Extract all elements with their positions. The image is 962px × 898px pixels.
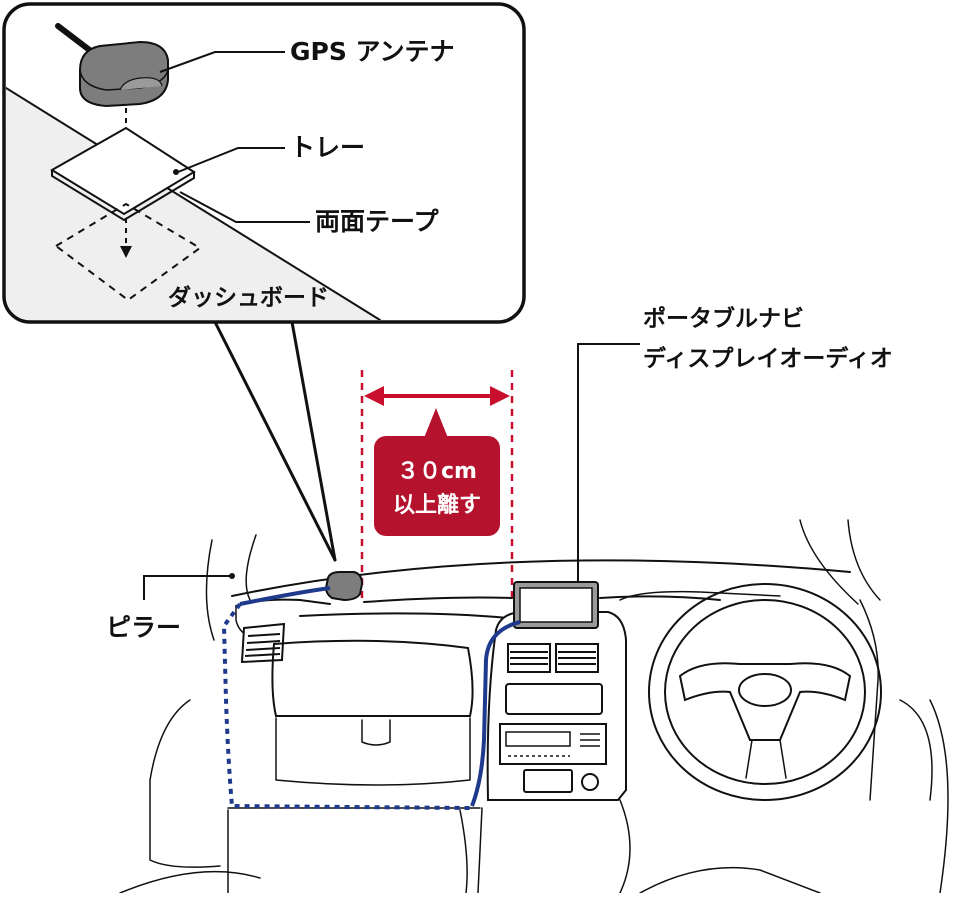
head-unit-display [505,683,603,715]
dashboard-label: ダッシュボード [168,284,329,311]
gps-antenna-label: GPS アンテナ [290,37,455,66]
distance-indicator: ３０cm 以上離す [360,370,514,600]
pillar-label: ピラー [106,613,181,642]
callout-bubble: GPS アンテナ トレー 両面テープ ダッシュボード [2,2,526,562]
portable-navi-icon [513,581,599,629]
distance-note: 以上離す [393,492,481,518]
distance-value: ３０cm [397,459,477,484]
console-knob [581,773,599,791]
center-vents-icon [507,643,599,673]
gps-antenna-icon [79,40,169,108]
tray-label: トレー [290,133,365,162]
double-sided-tape-label: 両面テープ [315,207,440,236]
antenna-cable-route-solid [239,586,331,606]
distance-badge [374,436,500,536]
antenna-cable-route-console [470,620,521,807]
mounted-gps-antenna-icon [324,571,364,602]
portable-navi-label: ポータブルナビ [643,305,804,332]
display-audio-label: ディスプレイオーディオ [643,345,893,372]
steering-wheel-icon [648,583,882,801]
antenna-cable-route-hidden [221,602,471,810]
placement-outline [54,202,202,302]
glovebox [271,639,474,717]
car-interior [119,519,949,894]
tray-icon [50,126,196,222]
